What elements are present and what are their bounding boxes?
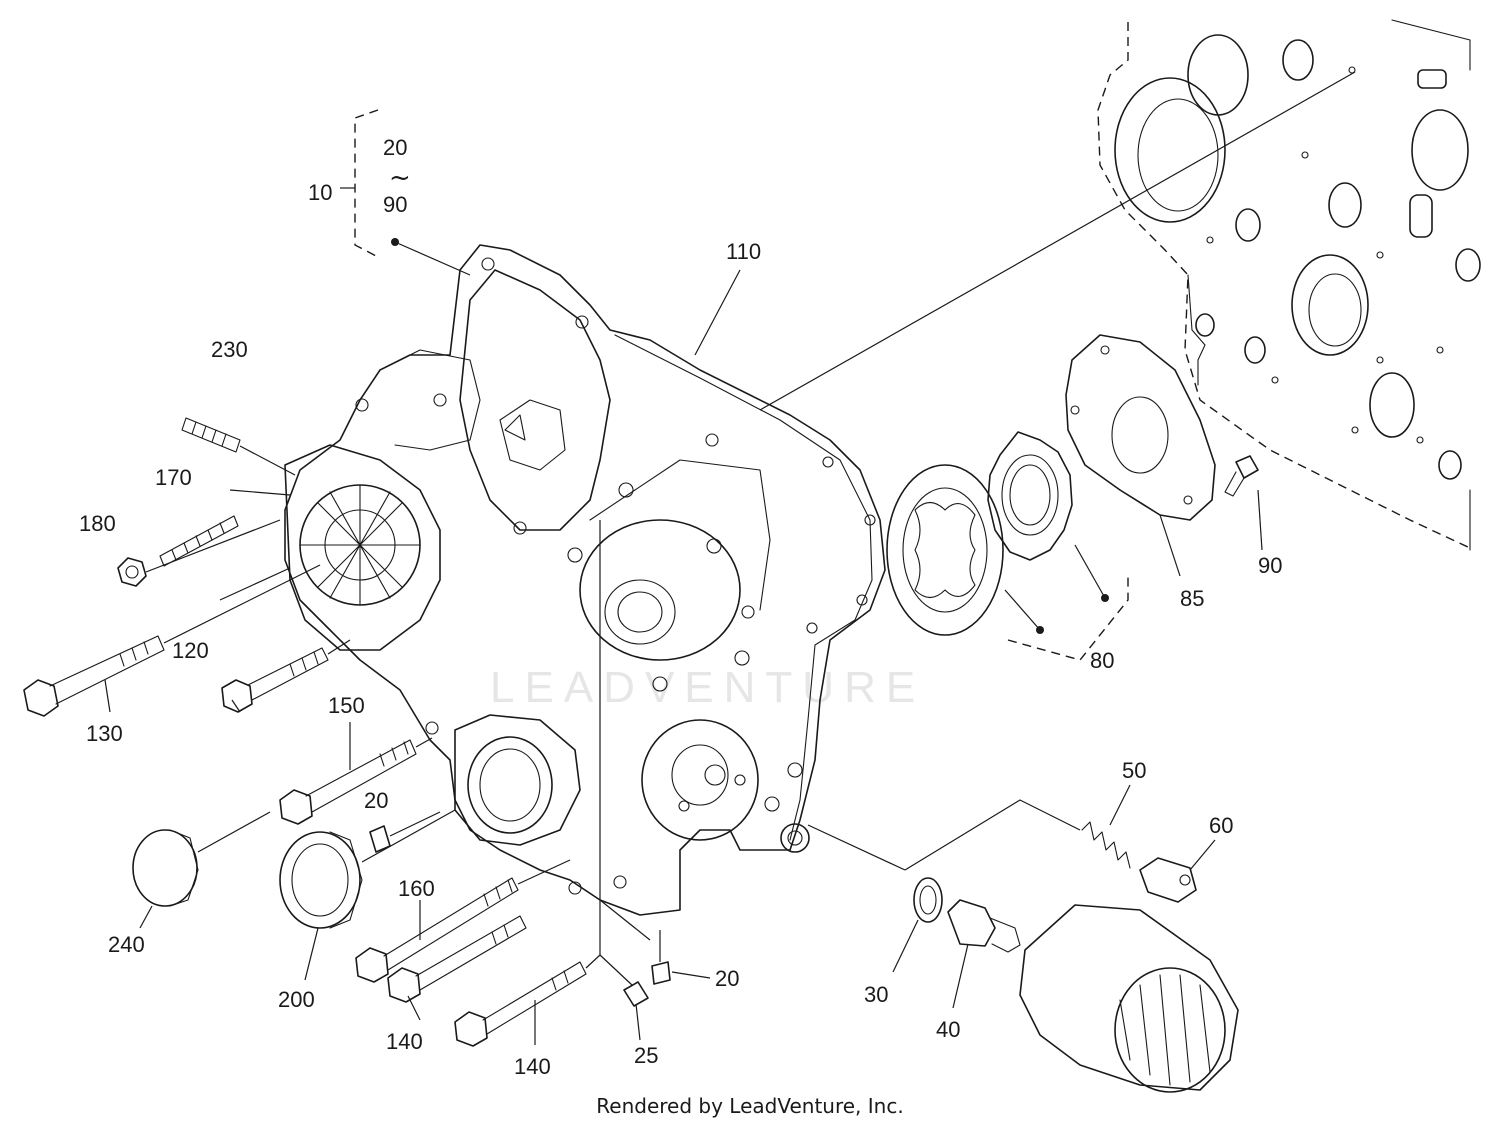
plug-240 (132, 829, 199, 907)
gasket-kit-bracket (354, 109, 381, 259)
bolt-140-lower (454, 961, 587, 1047)
stud-170 (159, 515, 239, 567)
callout-85: 85 (1180, 586, 1204, 611)
callout-130: 130 (86, 721, 123, 746)
callout-200: 200 (278, 987, 315, 1012)
callout-90: 90 (1258, 553, 1282, 578)
alignment-leader-line (759, 71, 1356, 411)
gear-case-cover (284, 244, 886, 955)
callout-60: 60 (1209, 813, 1233, 838)
callout-20-bottom: 20 (715, 966, 739, 991)
oil-pump-cover-plate (1065, 334, 1216, 521)
washer-30 (913, 877, 943, 923)
oil-pump-assembly-bracket (1007, 575, 1129, 661)
callout-10-range-to: 90 (383, 192, 407, 217)
plug-60 (1139, 857, 1197, 903)
callout-170: 170 (155, 465, 192, 490)
rendered-by-footer: Rendered by LeadVenture, Inc. (596, 1094, 904, 1118)
spring-50 (1081, 821, 1131, 869)
stud-230 (181, 417, 241, 453)
nut-180 (117, 557, 147, 587)
bolt-90 (1224, 455, 1259, 497)
plug-20-bottom (651, 930, 671, 985)
callout-10: 10 (308, 180, 332, 205)
callout-140-left: 140 (386, 1029, 423, 1054)
callout-10-range-from: 20 (383, 135, 407, 160)
callout-20-left: 20 (364, 788, 388, 813)
callout-50: 50 (1122, 758, 1146, 783)
callout-80: 80 (1090, 648, 1114, 673)
plug-20-left (369, 825, 391, 853)
watermark-text: LEADVENTURE (490, 663, 925, 712)
oil-pump-outer-rotor (886, 464, 1004, 636)
bolt-150 (279, 739, 417, 825)
callout-180: 180 (79, 511, 116, 536)
callout-240: 240 (108, 932, 145, 957)
callout-25: 25 (634, 1043, 658, 1068)
callout-40: 40 (936, 1017, 960, 1042)
bolt-140-upper (387, 915, 527, 1003)
callout-120: 120 (172, 638, 209, 663)
engine-block-plate (1097, 19, 1481, 551)
bolt-130 (23, 635, 165, 717)
callout-30: 30 (864, 982, 888, 1007)
callout-10-range-separator: ~ (389, 163, 411, 193)
callout-160: 160 (398, 876, 435, 901)
oil-seal-200 (279, 831, 363, 929)
bolt-120 (221, 647, 329, 713)
callout-110: 110 (726, 239, 761, 264)
oil-filter (1019, 904, 1239, 1093)
callout-140-right: 140 (514, 1054, 551, 1079)
oil-pump-inner-rotor (987, 431, 1073, 561)
fitting-40 (947, 899, 1021, 953)
callout-230: 230 (211, 337, 248, 362)
bolt-160 (355, 877, 519, 983)
plug-25 (623, 981, 649, 1007)
callout-150: 150 (328, 693, 365, 718)
